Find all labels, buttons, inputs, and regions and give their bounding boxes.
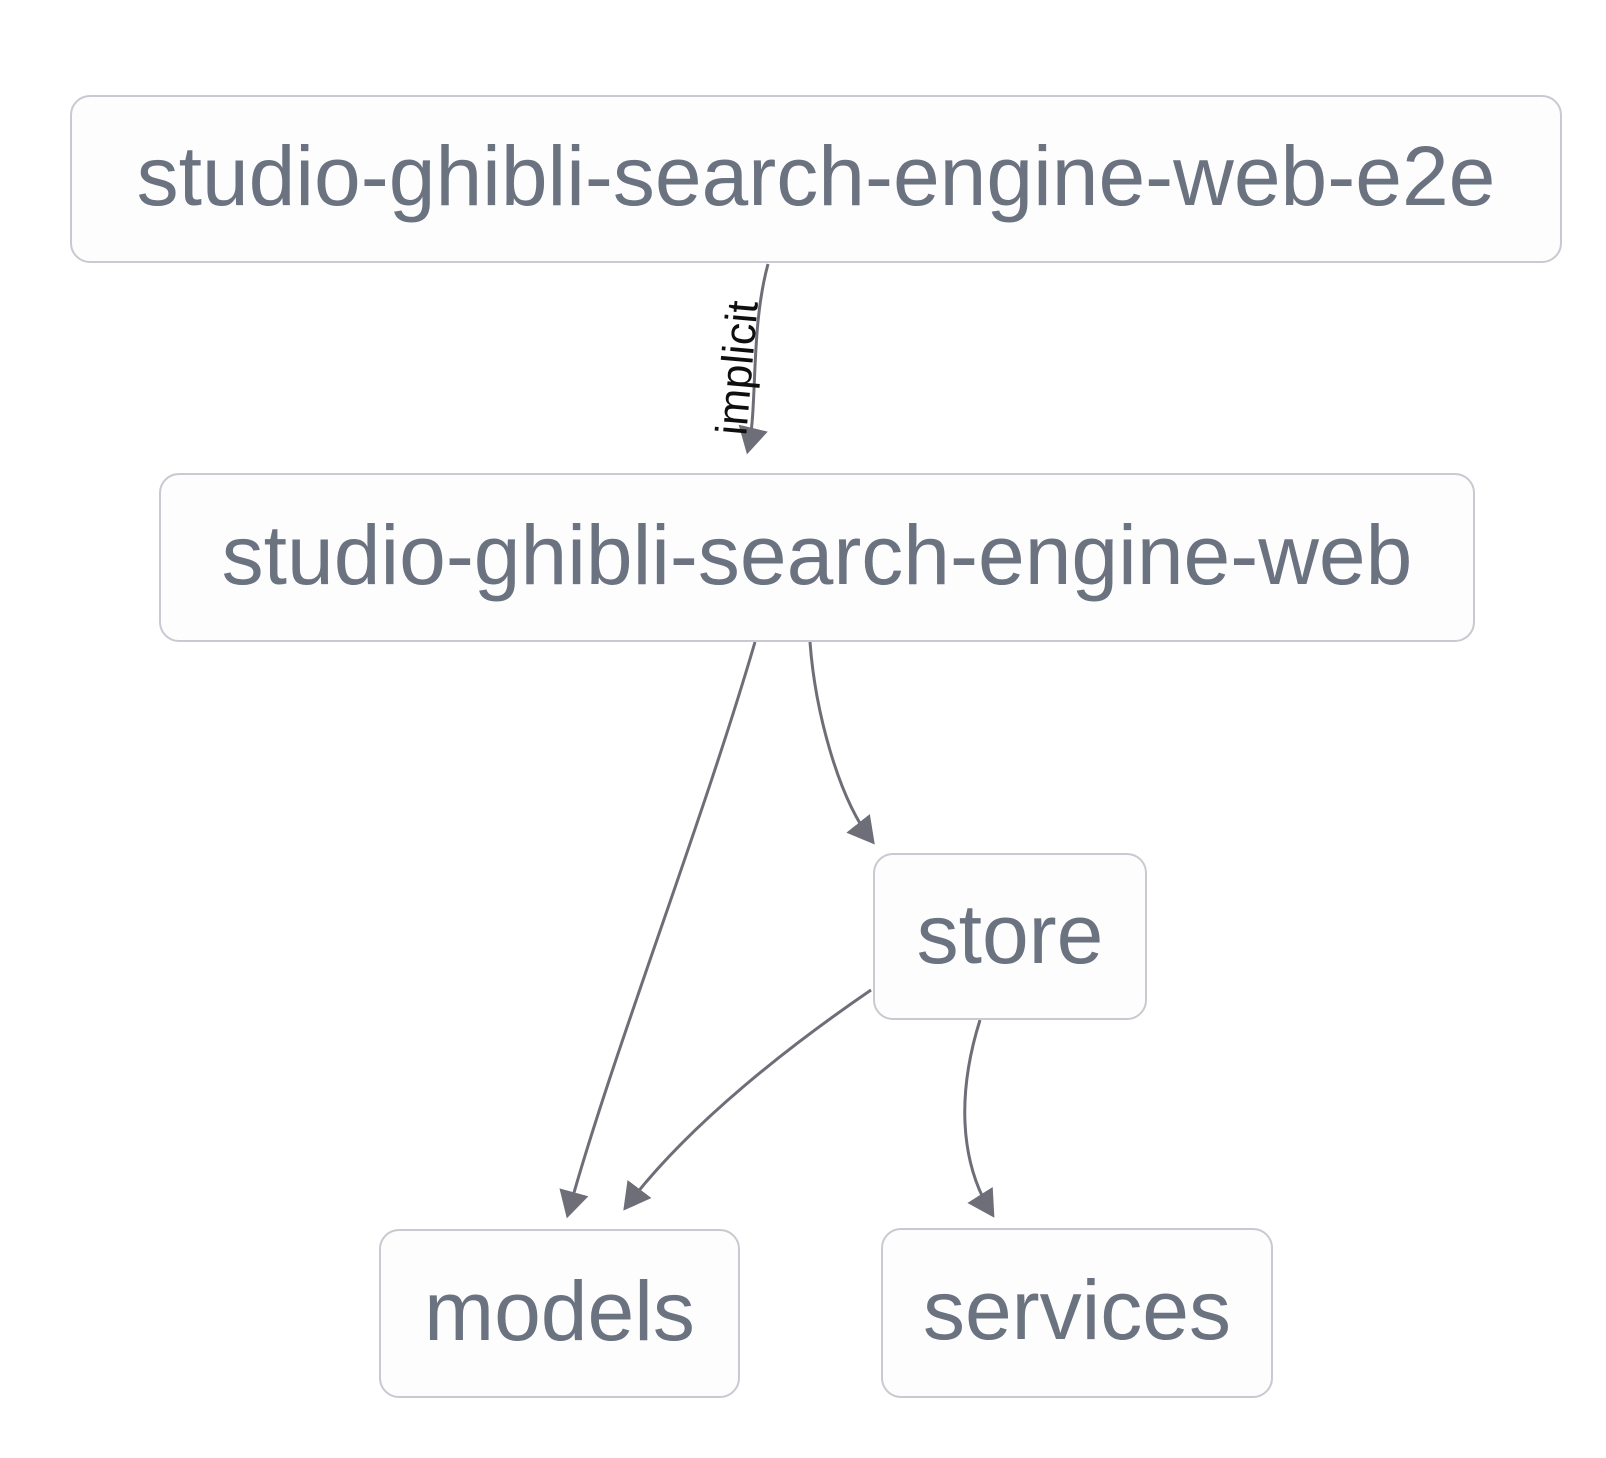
node-label-services: services xyxy=(922,1263,1232,1357)
node-label-web: studio-ghibli-search-engine-web xyxy=(221,507,1413,602)
node-services[interactable]: services xyxy=(881,1228,1273,1398)
node-models[interactable]: models xyxy=(379,1229,740,1398)
edge-web-to-store xyxy=(808,641,875,845)
edge-store-to-models xyxy=(623,988,872,1211)
edge-web-to-models xyxy=(559,641,757,1219)
node-label-store: store xyxy=(916,886,1104,981)
node-store[interactable]: store xyxy=(873,853,1147,1020)
node-studio-ghibli-search-engine-web-e2e[interactable]: studio-ghibli-search-engine-web-e2e xyxy=(70,95,1562,263)
edge-store-to-services xyxy=(963,1019,995,1218)
edge-e2e-to-web xyxy=(738,263,770,455)
node-label-e2e: studio-ghibli-search-engine-web-e2e xyxy=(136,129,1496,223)
node-studio-ghibli-search-engine-web[interactable]: studio-ghibli-search-engine-web xyxy=(159,473,1475,642)
node-label-models: models xyxy=(424,1263,695,1358)
